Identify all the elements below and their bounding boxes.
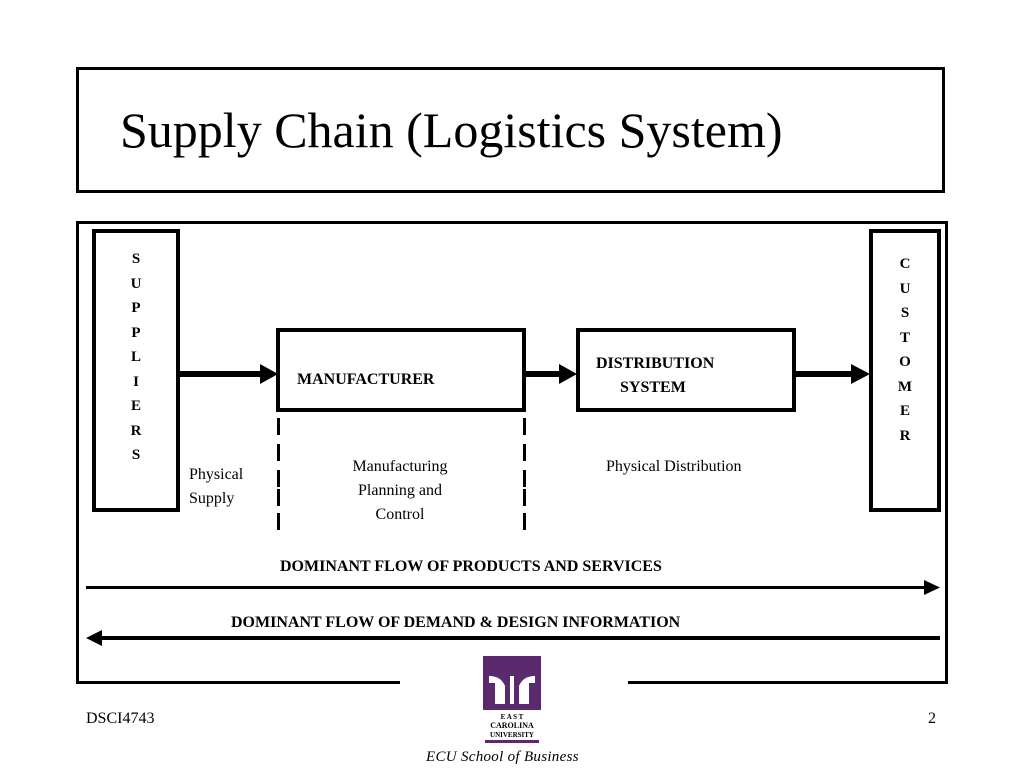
arrow-products-flow (86, 580, 940, 595)
title-box (76, 67, 945, 193)
arrow-suppliers-to-manufacturer (180, 364, 278, 384)
arrow-manufacturer-to-distribution (526, 364, 577, 384)
arrow-distribution-to-customer (796, 364, 870, 384)
physical-supply-label: Physical Supply (189, 466, 244, 507)
manufacturer-box (276, 328, 526, 412)
mpc-label: Manufacturing Planning and Control (352, 458, 448, 523)
slide-title: Supply Chain (Logistics System) (120, 102, 783, 158)
logo-text-east: E A S T (501, 713, 524, 721)
logo-caption: ECU School of Business (426, 749, 579, 765)
distribution-label-line2: SYSTEM (620, 379, 686, 396)
arrow-demand-flow (86, 630, 940, 646)
distribution-label-line1: DISTRIBUTION (596, 355, 715, 372)
logo-text-university: UNIVERSITY (490, 731, 534, 739)
page-number: 2 (928, 710, 936, 727)
demand-flow-label: DOMINANT FLOW OF DEMAND & DESIGN INFORMA… (231, 614, 681, 631)
logo-text-carolina: CAROLINA (490, 721, 534, 730)
products-flow-label: DOMINANT FLOW OF PRODUCTS AND SERVICES (280, 558, 662, 575)
course-code: DSCI4743 (86, 710, 155, 727)
distribution-box (576, 328, 796, 412)
manufacturer-label: MANUFACTURER (297, 371, 435, 388)
ecu-logo: E A S T CAROLINA UNIVERSITY (483, 656, 541, 743)
physical-distribution-label: Physical Distribution (606, 458, 742, 475)
